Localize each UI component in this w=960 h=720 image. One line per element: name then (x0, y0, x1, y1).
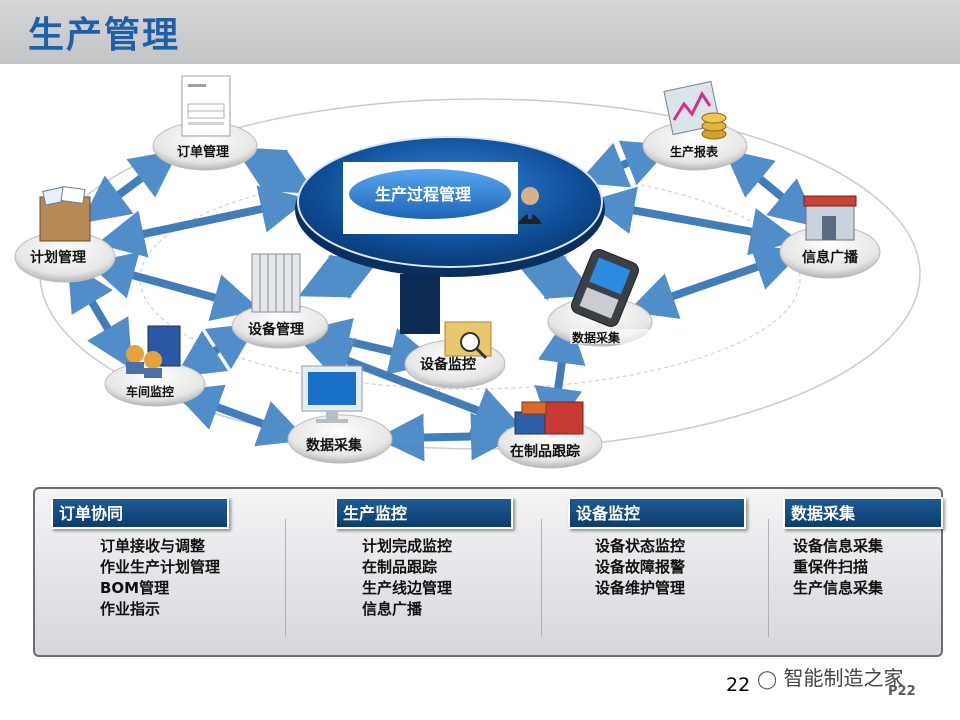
arrow-workshop-collect (172, 384, 308, 447)
svg-text:在制品跟踪: 在制品跟踪 (510, 443, 580, 460)
function-panel: 订单协同 订单接收与调整 作业生产计划管理 BOM管理 作业指示 生产监控 计划… (33, 487, 943, 657)
node-equipment: 设备管理 (231, 253, 329, 349)
hub: 生产过程管理 (295, 136, 605, 334)
list-item: 生产线边管理 (362, 579, 453, 597)
node-plan: 计划管理 (14, 185, 116, 283)
arrow-plan-workshop (67, 261, 133, 370)
list-item: 在制品跟踪 (362, 558, 438, 576)
svg-text:计划管理: 计划管理 (30, 249, 86, 266)
arrow-plan-equipment (86, 252, 262, 321)
list-item: 设备信息采集 (793, 537, 884, 555)
svg-text:数据采集: 数据采集 (572, 330, 621, 345)
chart-coins-icon (663, 80, 727, 140)
production-diagram: 生产过程管理 订单管理 计划管理 (14, 75, 921, 469)
wechat-icon: ◯ (757, 669, 778, 690)
folder-search-icon (444, 321, 492, 360)
column-divider (285, 519, 286, 637)
svg-text:设备管理: 设备管理 (248, 321, 304, 338)
column-divider (541, 519, 542, 637)
node-report: 生产报表 (642, 80, 748, 171)
hub-label: 生产过程管理 (375, 185, 471, 204)
page-title: 生产管理 (28, 15, 181, 56)
list-item: 订单接收与调整 (100, 537, 206, 555)
monitor-icon (301, 365, 363, 423)
column-list: 设备信息采集 重保件扫描 生产信息采集 (793, 536, 883, 599)
node-workshop: 车间监控 (104, 325, 206, 407)
arrow-equipment-wip (302, 338, 523, 433)
svg-text:车间监控: 车间监控 (126, 384, 174, 399)
svg-text:生产报表: 生产报表 (670, 144, 719, 159)
node-collect-right: 数据采集 (547, 249, 653, 347)
column-list: 计划完成监控 在制品跟踪 生产线边管理 信息广播 (362, 536, 452, 620)
list-item: 计划完成监控 (362, 537, 453, 555)
list-item: 设备故障报警 (595, 558, 686, 576)
hub-pill (347, 167, 513, 221)
node-equip-monitor: 设备监控 (404, 321, 506, 389)
svg-text:信息广播: 信息广播 (802, 249, 859, 266)
file-box-icon (39, 185, 91, 242)
list-item: 信息广播 (362, 600, 423, 618)
header-bar: 生产管理 (0, 0, 960, 64)
page-number: 22 (726, 674, 751, 696)
column-list: 订单接收与调整 作业生产计划管理 BOM管理 作业指示 (100, 536, 220, 620)
page-code: P22 (888, 684, 916, 699)
svg-text:数据采集: 数据采集 (306, 437, 363, 454)
manager-icon (518, 187, 542, 224)
column-title: 生产监控 (335, 497, 513, 529)
list-item: 作业指示 (100, 600, 161, 618)
column-title: 设备监控 (568, 497, 746, 529)
arrow-plan-hub (96, 185, 309, 258)
list-item: 作业生产计划管理 (100, 558, 221, 576)
list-item: 重保件扫描 (793, 558, 869, 576)
list-item: 设备维护管理 (595, 579, 686, 597)
arrow-order-hub (234, 147, 316, 194)
svg-text:设备监控: 设备监控 (420, 356, 476, 373)
svg-text:订单管理: 订单管理 (177, 144, 229, 160)
arrow-equipment-hub (298, 254, 382, 299)
flow-arrows (67, 140, 819, 462)
node-order: 订单管理 (152, 75, 258, 171)
column-title: 订单协同 (51, 497, 229, 529)
arrow-report-broadcast (723, 148, 819, 228)
node-wip: 在制品跟踪 (497, 401, 603, 469)
column-divider (768, 519, 769, 637)
server-rack-icon (251, 253, 301, 313)
arrow-hub-collect (512, 254, 598, 301)
storefront-icon (803, 195, 857, 241)
column-title: 数据采集 (783, 497, 943, 529)
arrow-order-plan (80, 149, 180, 224)
watermark-text: 智能制造之家 (783, 666, 904, 690)
arrow-collect-wip (376, 412, 519, 462)
mobile-phone-icon (570, 249, 640, 327)
shipping-containers-icon (514, 401, 584, 435)
list-item: BOM管理 (100, 579, 170, 597)
list-item: 生产信息采集 (793, 579, 884, 597)
workers-icon (126, 325, 181, 378)
node-collect-left: 数据采集 (287, 365, 393, 464)
list-item: 设备状态监控 (595, 537, 686, 555)
arrow-wip-collect (534, 315, 586, 436)
arrow-hub-broadcast (586, 186, 799, 256)
watermark: ◯ 智能制造之家 (757, 662, 904, 691)
arrow-hub-report (577, 140, 673, 188)
arrow-equipment-workshop (174, 322, 259, 378)
hub-stem (400, 274, 440, 334)
node-broadcast: 信息广播 (779, 195, 881, 279)
column-list: 设备状态监控 设备故障报警 设备维护管理 (595, 536, 685, 599)
arrow-collect-broadcast (627, 244, 803, 319)
invoice-document-icon (181, 75, 231, 137)
